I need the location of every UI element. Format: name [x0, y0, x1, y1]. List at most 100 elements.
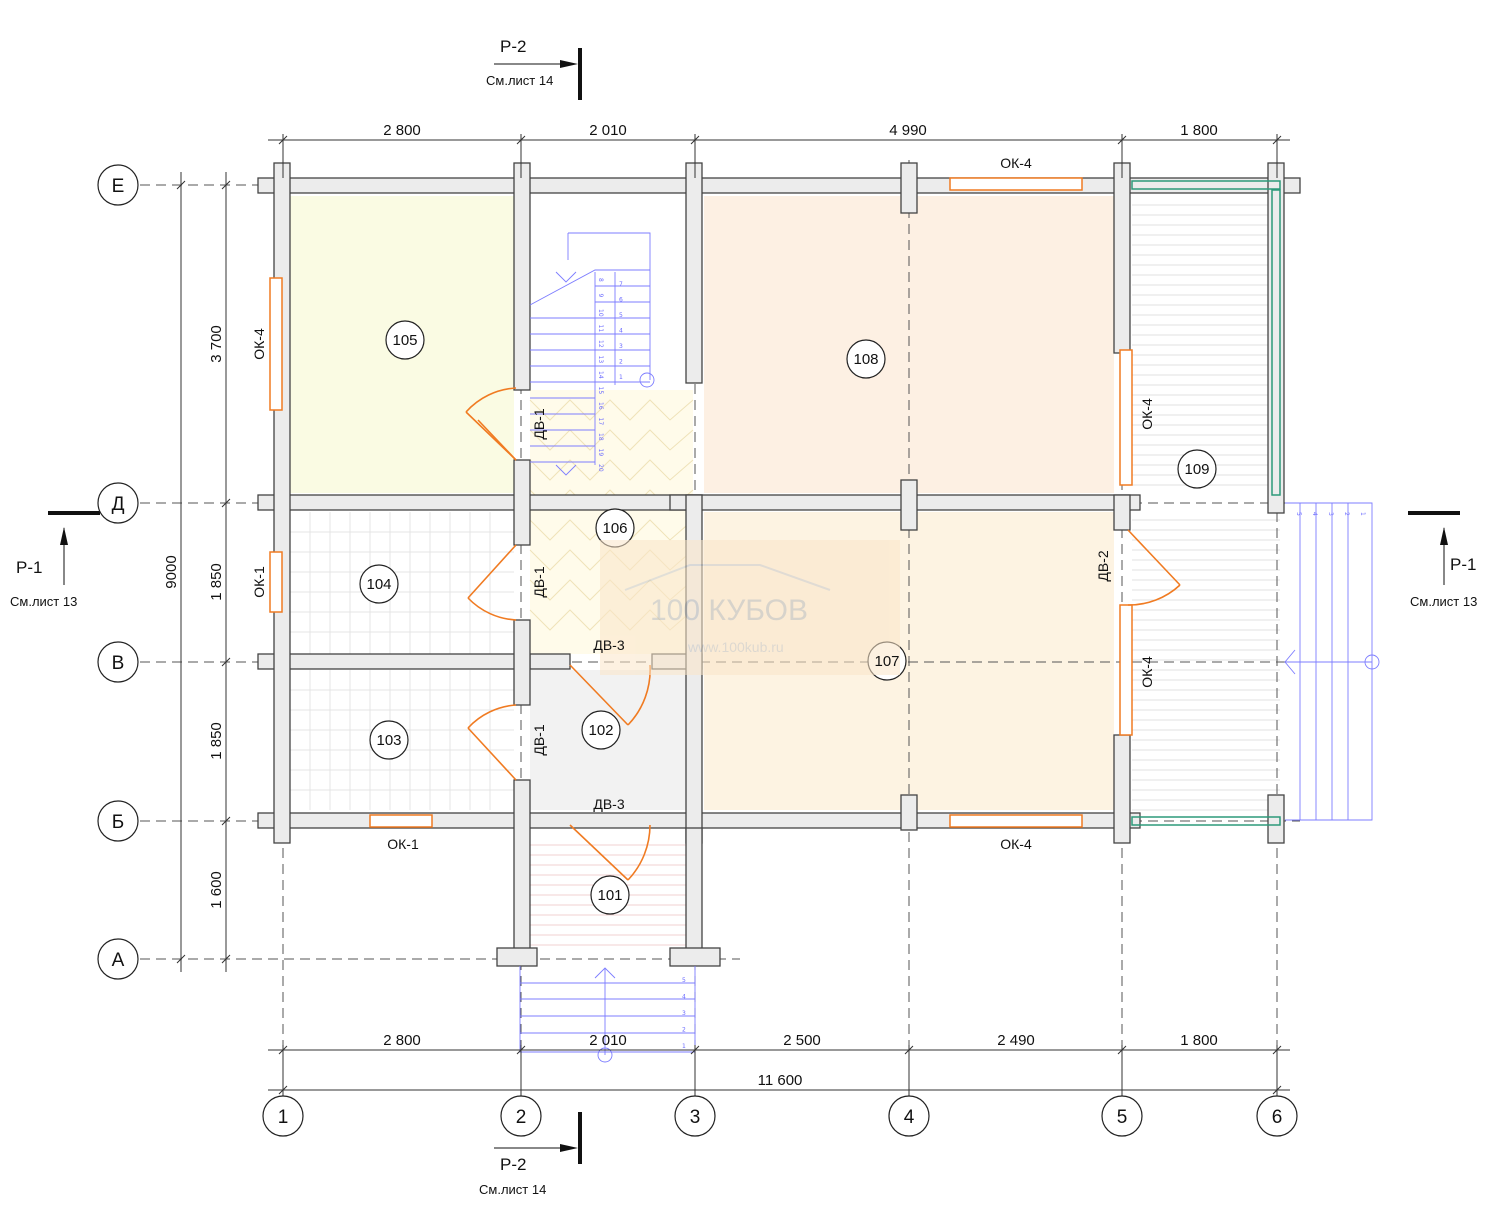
dim-bottom-4: 2 490 — [997, 1032, 1035, 1049]
doors — [465, 387, 1181, 881]
main-staircase — [529, 232, 655, 476]
section-cut-marks — [48, 48, 1460, 1164]
stair-number: 1 — [682, 1043, 686, 1050]
stair-number: 16 — [597, 402, 604, 410]
watermark: 100 КУБОВ www.100kub.ru — [600, 540, 900, 675]
dim-top-3: 4 990 — [889, 122, 927, 139]
room-105-label: 105 — [392, 332, 417, 349]
label-dv1-104: ДВ-1 — [531, 566, 547, 597]
axis-label-col-1: 1 — [278, 1107, 289, 1128]
terrace-steps — [1284, 502, 1380, 821]
axis-bubble-col-3 — [674, 1095, 716, 1137]
section-p1-right-ref: См.лист 13 — [1410, 594, 1477, 609]
door-dv1-105 — [465, 387, 517, 461]
room-104-label: 104 — [366, 576, 391, 593]
stair-number: 2 — [619, 359, 623, 366]
section-p2-top-label: Р-2 — [500, 37, 526, 56]
stair-number: 1 — [1359, 512, 1366, 516]
label-dv3-top: ДВ-3 — [593, 637, 624, 653]
axis-bubble-row-a — [97, 938, 139, 980]
label-dv1-105: ДВ-1 — [531, 408, 547, 439]
axis-bubble-col-1 — [262, 1095, 304, 1137]
section-p1-right-label: Р-1 — [1450, 555, 1476, 574]
axis-label-row-d: Д — [112, 494, 125, 515]
axis-label-row-v: В — [112, 653, 125, 674]
stair-number: 20 — [597, 464, 604, 472]
stair-number: 5 — [1295, 512, 1302, 516]
stair-number: 12 — [597, 340, 604, 348]
section-p2-bottom-ref: См.лист 14 — [479, 1182, 546, 1197]
axis-bubble-col-5 — [1101, 1095, 1143, 1137]
label-ok4-left: ОК-4 — [251, 328, 267, 360]
stair-number: 13 — [597, 356, 604, 364]
axis-label-col-2: 2 — [516, 1107, 527, 1128]
room-108-label: 108 — [853, 351, 878, 368]
axis-bubble-col-4 — [888, 1095, 930, 1137]
label-ok4-bottom: ОК-4 — [1000, 836, 1032, 852]
watermark-brand: 100 КУБОВ — [650, 594, 808, 627]
axis-label-col-5: 5 — [1117, 1107, 1128, 1128]
label-ok4-terrace-lower: ОК-4 — [1139, 656, 1155, 688]
stair-number: 8 — [597, 278, 604, 282]
axis-bubble-row-d — [97, 482, 139, 524]
terrace-boards — [1132, 204, 1280, 811]
porch-steps — [519, 966, 696, 1063]
axis-label-row-b: Б — [112, 812, 124, 833]
axis-bubble-col-2 — [500, 1095, 542, 1137]
stair-number: 4 — [619, 328, 623, 335]
dim-total-height: 9000 — [163, 555, 180, 588]
stair-number: 6 — [619, 297, 623, 304]
stair-number: 7 — [619, 281, 623, 288]
room-106-label: 106 — [602, 520, 627, 537]
window-ok4-left — [269, 277, 283, 411]
dim-left-2: 1 850 — [208, 563, 225, 601]
terrace-railing — [1131, 180, 1281, 826]
axis-label-row-a: А — [112, 950, 125, 971]
window-ok4-bottom — [949, 814, 1083, 828]
label-dv1-103: ДВ-1 — [531, 724, 547, 755]
window-ok4-terrace-upper — [1119, 349, 1133, 486]
label-dv2: ДВ-2 — [1095, 550, 1111, 581]
dim-top-1: 2 800 — [383, 122, 421, 139]
label-ok1-bottom: ОК-1 — [387, 836, 419, 852]
label-dv3-bottom: ДВ-3 — [593, 796, 624, 812]
dim-left-4: 1 600 — [208, 871, 225, 909]
axis-bubble-row-e — [97, 164, 139, 206]
stair-number: 2 — [1343, 512, 1350, 516]
stair-number: 4 — [1311, 512, 1318, 516]
stair-number: 10 — [597, 309, 604, 317]
axis-bubble-row-b — [97, 800, 139, 842]
axis-label-col-4: 4 — [904, 1107, 915, 1128]
axis-bubble-row-v — [97, 641, 139, 683]
door-dv3-bottom — [569, 824, 651, 881]
section-p2-top-ref: См.лист 14 — [486, 73, 553, 88]
window-ok4-top — [949, 177, 1083, 191]
stair-number: 5 — [619, 312, 623, 319]
room-103-label: 103 — [376, 732, 401, 749]
stair-number: 3 — [1327, 512, 1334, 516]
window-ok1-left — [269, 551, 283, 613]
section-p1-left-label: Р-1 — [16, 558, 42, 577]
room-101-label: 101 — [597, 887, 622, 904]
stair-number: 15 — [597, 387, 604, 395]
label-ok1-left: ОК-1 — [251, 566, 267, 598]
stair-number: 11 — [597, 325, 604, 333]
window-ok4-terrace-lower — [1119, 604, 1133, 736]
door-dv1-103 — [467, 704, 517, 781]
section-p2-bottom-label: Р-2 — [500, 1155, 526, 1174]
axis-label-col-6: 6 — [1272, 1107, 1283, 1128]
door-dv2 — [1127, 529, 1181, 606]
room-109-label: 109 — [1184, 461, 1209, 478]
dim-top-4: 1 800 — [1180, 122, 1218, 139]
dimension-lines — [176, 134, 1290, 1102]
stair-number: 3 — [619, 343, 623, 350]
stair-number: 2 — [682, 1027, 686, 1034]
room-102-label: 102 — [588, 722, 613, 739]
label-ok4-top: ОК-4 — [1000, 155, 1032, 171]
stair-number: 18 — [597, 433, 604, 441]
stair-number: 19 — [597, 449, 604, 457]
window-ok1-bottom — [369, 814, 433, 828]
axis-bubble-col-6 — [1256, 1095, 1298, 1137]
